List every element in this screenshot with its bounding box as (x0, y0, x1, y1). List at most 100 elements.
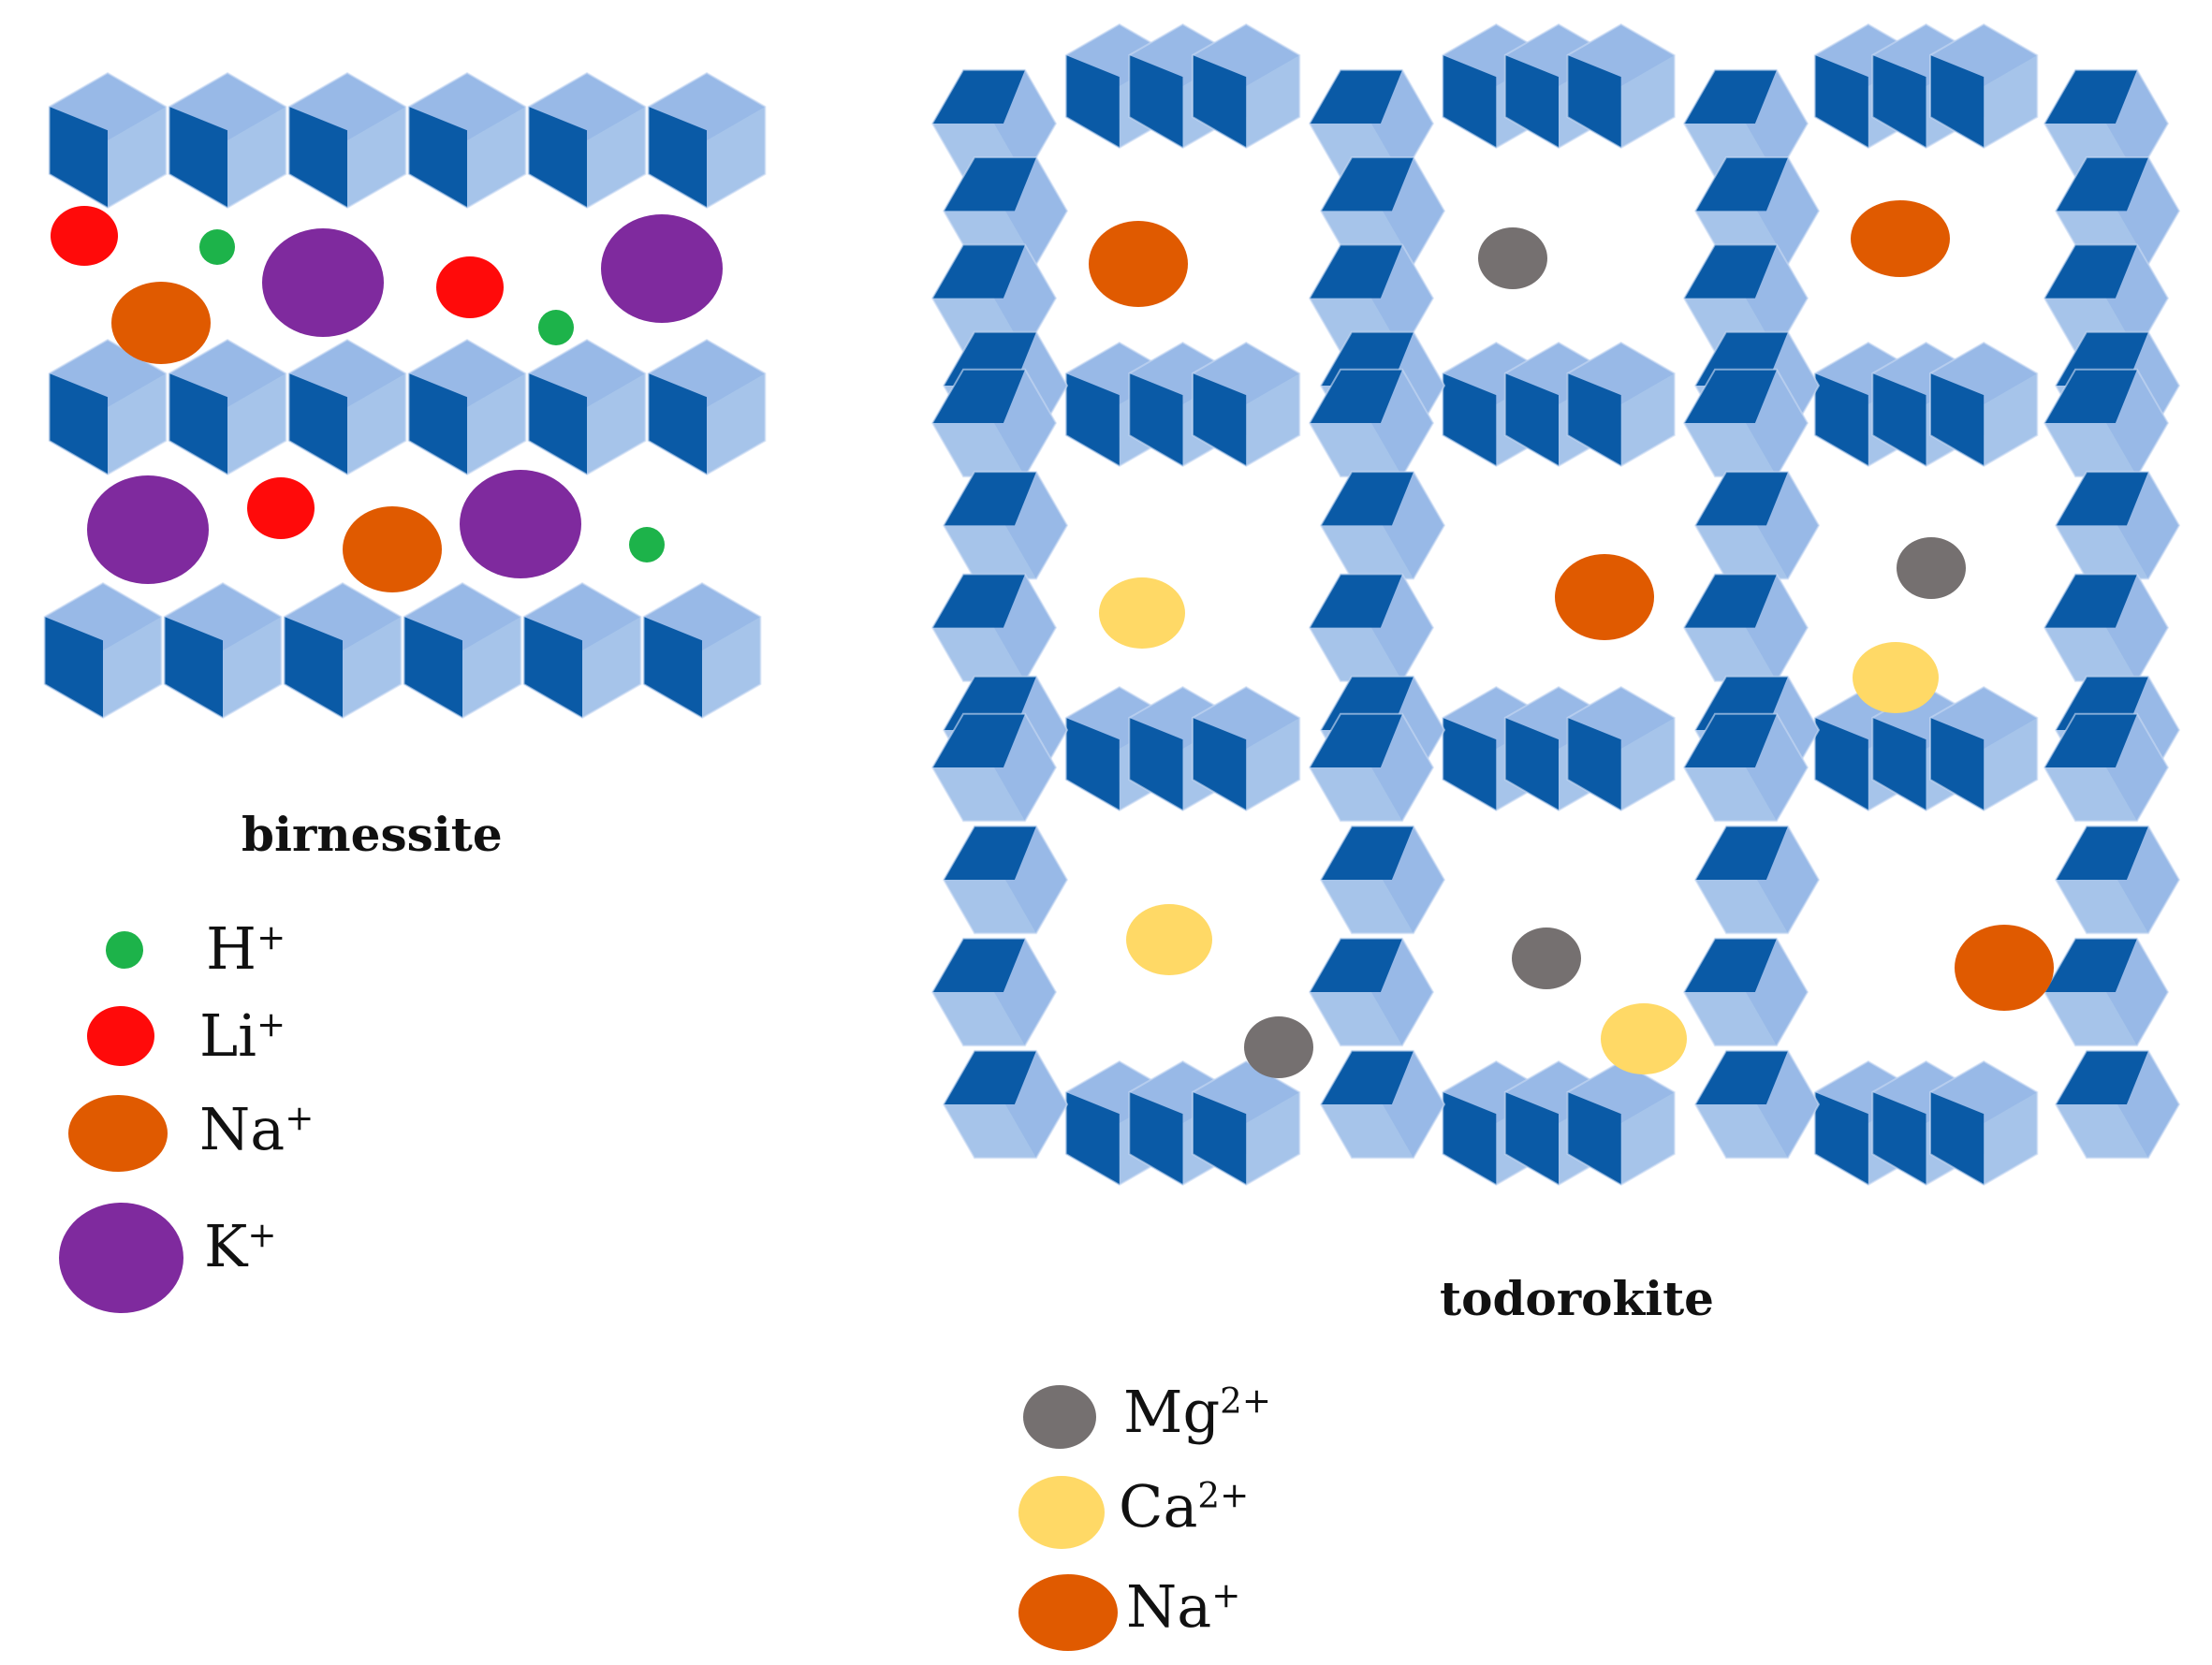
mno6-octahedron (283, 581, 403, 720)
mno6-octahedron (2054, 1049, 2181, 1160)
ion-k (262, 228, 384, 337)
mno6-octahedron (1929, 22, 2039, 150)
ion-h (538, 310, 574, 345)
mno6-octahedron (1693, 1049, 1821, 1160)
mno6-octahedron (942, 1049, 1069, 1160)
ion-li (436, 256, 504, 318)
ion-ca (1126, 904, 1212, 975)
mno6-octahedron (1308, 573, 1435, 682)
mno6-octahedron (942, 825, 1069, 935)
mno6-octahedron (168, 71, 287, 210)
mno6-octahedron (942, 471, 1069, 580)
ion-na (1555, 554, 1654, 640)
mno6-octahedron (1682, 368, 1809, 478)
mno6-octahedron (1192, 685, 1301, 812)
mno6-octahedron (2043, 712, 2170, 823)
birnessite-octahedral-layers (43, 71, 767, 720)
legend-label-li: Li+ (199, 1001, 286, 1070)
mno6-octahedron (930, 712, 1058, 823)
mno6-octahedron (2054, 825, 2181, 935)
mno6-octahedron (1192, 341, 1301, 468)
ion-mg (1512, 927, 1581, 989)
mno6-octahedron (527, 71, 647, 210)
ion-k (601, 214, 723, 323)
mno6-octahedron (287, 338, 407, 476)
todorokite-tunnel-ions (1089, 200, 2054, 1078)
birnessite-interlayer-ions (51, 206, 723, 592)
mno6-octahedron (1682, 712, 1809, 823)
mno6-octahedron (522, 581, 642, 720)
mno6-octahedron (930, 243, 1058, 353)
mno6-octahedron (48, 71, 168, 210)
mno6-octahedron (43, 581, 163, 720)
mno6-octahedron (942, 156, 1069, 266)
ion-li (247, 477, 315, 539)
mno6-octahedron (1693, 471, 1821, 580)
mno6-octahedron (1929, 341, 2039, 468)
mno6-octahedron (1308, 243, 1435, 353)
ion-mg (1478, 227, 1547, 289)
birnessite-caption: birnessite (242, 807, 503, 862)
mno6-octahedron (1192, 22, 1301, 150)
legend-dot-na (68, 1095, 168, 1172)
legend-dot-na2 (1018, 1574, 1118, 1651)
mno6-octahedron (1308, 937, 1435, 1047)
mno6-octahedron (1682, 573, 1809, 682)
ion-na (1851, 200, 1950, 277)
mno6-octahedron (407, 71, 527, 210)
ion-h (629, 527, 665, 562)
ion-mg (1244, 1016, 1313, 1078)
legend-label-k: K+ (204, 1212, 277, 1280)
mno6-octahedron (1682, 937, 1809, 1047)
ion-ca (1601, 1003, 1687, 1074)
mno6-octahedron (1308, 68, 1435, 179)
ion-na (111, 282, 211, 364)
mno6-octahedron (1319, 1049, 1446, 1160)
mno6-octahedron (1566, 685, 1676, 812)
ion-h (199, 229, 235, 265)
mno6-octahedron (2043, 368, 2170, 478)
mno6-octahedron (1566, 22, 1676, 150)
mno6-octahedron (1192, 1059, 1301, 1187)
mno6-octahedron (642, 581, 762, 720)
mno6-octahedron (930, 68, 1058, 179)
mno6-octahedron (403, 581, 522, 720)
ion-ca (1853, 642, 1939, 713)
mno6-octahedron (1693, 156, 1821, 266)
ion-na (1089, 221, 1188, 307)
mno6-octahedron (2043, 573, 2170, 682)
legend-label-mg: Mg2+ (1123, 1378, 1271, 1446)
mno6-octahedron (930, 937, 1058, 1047)
legend-label-ca: Ca2+ (1119, 1472, 1250, 1541)
ion-mg (1897, 537, 1966, 599)
mno6-octahedron (1693, 825, 1821, 935)
mno6-octahedron (2043, 937, 2170, 1047)
mno6-octahedron (527, 338, 647, 476)
ion-k (87, 475, 209, 584)
legend-dot-li (87, 1006, 154, 1066)
ion-li (51, 206, 118, 266)
mno6-octahedron (2043, 68, 2170, 179)
mno6-octahedron (407, 338, 527, 476)
mno6-octahedron (647, 71, 767, 210)
mno6-octahedron (163, 581, 283, 720)
mno6-octahedron (168, 338, 287, 476)
legend-label-na2: Na+ (1126, 1572, 1241, 1641)
ion-k (460, 470, 581, 578)
ion-na (1955, 925, 2054, 1011)
legend-label-h: H+ (206, 914, 286, 983)
mno6-octahedron (2043, 243, 2170, 353)
mno6-octahedron (930, 573, 1058, 682)
mno6-octahedron (1319, 825, 1446, 935)
ion-ca (1099, 577, 1185, 649)
mno6-octahedron (1308, 712, 1435, 823)
mno6-octahedron (2054, 156, 2181, 266)
mno6-octahedron (1929, 1059, 2039, 1187)
legend-dot-k (59, 1203, 183, 1313)
todorokite-tunnel-framework (930, 22, 2181, 1187)
todorokite-caption: todorokite (1440, 1271, 1714, 1326)
mno6-octahedron (1319, 156, 1446, 266)
legend-label-na: Na+ (199, 1095, 315, 1163)
mno6-octahedron (647, 338, 767, 476)
